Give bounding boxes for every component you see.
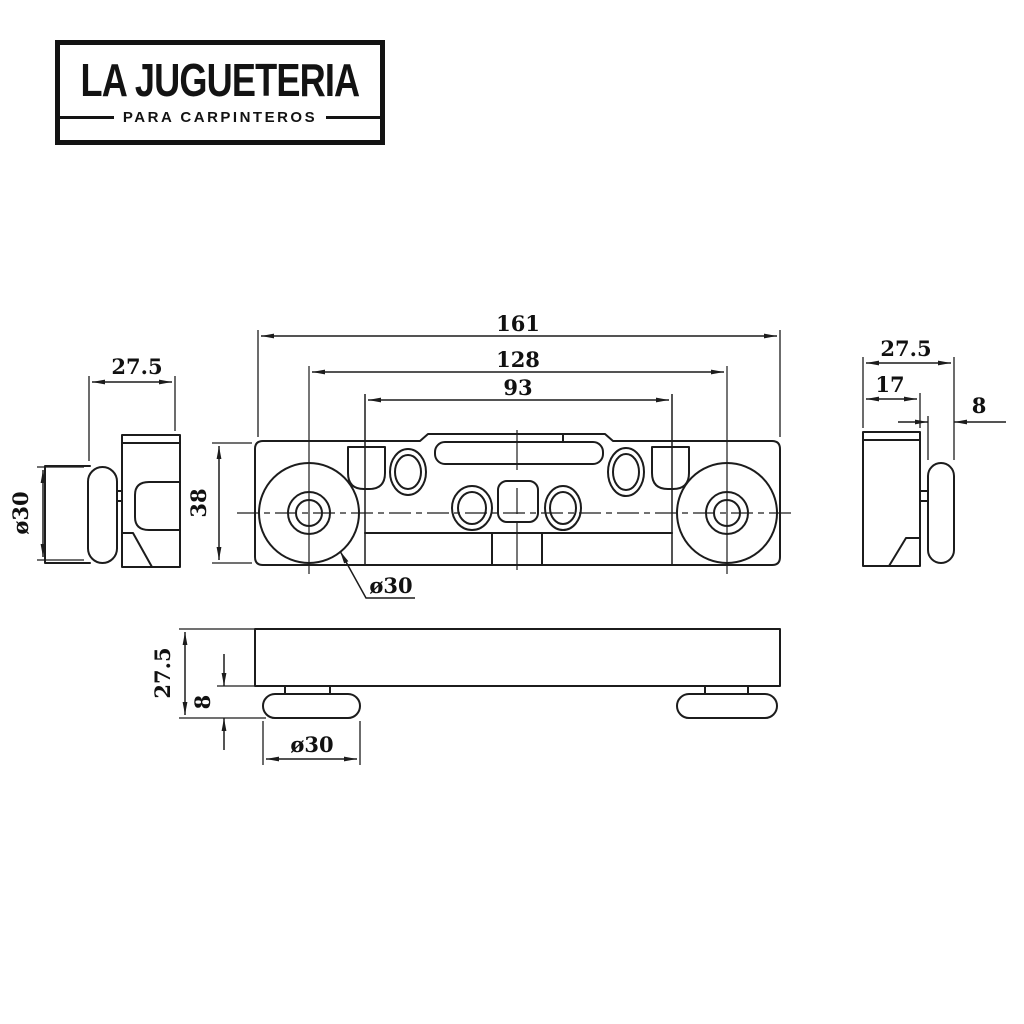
front-center-right-hole-outer (544, 485, 582, 531)
right-side-view (862, 431, 955, 567)
dim-label-bottom-275: 27.5 (150, 647, 175, 698)
front-upper-left-hole-inner (394, 454, 422, 490)
dim-label-right-275: 27.5 (880, 336, 931, 361)
front-view-dimensions: 161 128 93 38 ø30 (186, 311, 781, 599)
dim-label-128: 128 (496, 347, 540, 372)
bottom-view (254, 628, 781, 719)
front-left-tab-cutout (347, 446, 386, 490)
front-center-left-hole-outer (451, 485, 493, 531)
dim-label-161: 161 (496, 311, 540, 336)
dim-label-right-8: 8 (972, 393, 987, 418)
right-view-body (862, 431, 921, 567)
dim-label-right-17: 17 (875, 372, 904, 397)
left-view-bracket-plate (44, 465, 91, 564)
front-view (237, 366, 795, 574)
left-view-inner-pocket (134, 481, 181, 531)
bottom-right-roller (676, 693, 778, 719)
brand-subtitle-row: PARA CARPINTEROS (55, 109, 385, 126)
front-upper-right-hole-outer (607, 447, 645, 497)
subtitle-right-rule (326, 116, 385, 119)
dim-label-front-roller-diameter: ø30 (369, 573, 412, 598)
left-view-roller (87, 466, 118, 564)
right-view-bottom-notch (888, 537, 921, 567)
brand-title: LA JUGUETERIA (80, 55, 361, 107)
dim-label-38: 38 (186, 488, 211, 517)
front-center-left-hole-inner (457, 491, 487, 525)
leader-front-roller-diameter (339, 550, 415, 599)
front-center-right-hole-inner (549, 491, 577, 525)
left-side-dimensions: 27.5 ø30 (8, 354, 176, 561)
bottom-left-roller (262, 693, 361, 719)
front-upper-right-hole-inner (612, 453, 640, 491)
bottom-view-dimensions: 27.5 8 ø30 (150, 628, 361, 765)
subtitle-left-rule (55, 116, 114, 119)
dim-label-left-275: 27.5 (111, 354, 162, 379)
front-center-square-boss (497, 480, 539, 523)
right-side-dimensions: 27.5 17 8 (862, 336, 1006, 460)
left-view-bottom-notch (121, 532, 153, 568)
brand-logo: LA JUGUETERIA PARA CARPINTEROS (55, 40, 385, 145)
dim-label-bottom-d30: ø30 (290, 732, 333, 757)
left-side-view (44, 434, 181, 568)
right-view-roller (927, 462, 955, 564)
front-right-tab-cutout (651, 446, 690, 490)
dim-label-93: 93 (503, 375, 532, 400)
brand-subtitle: PARA CARPINTEROS (122, 109, 318, 126)
dim-label-bottom-8: 8 (190, 695, 215, 710)
front-upper-left-hole-outer (389, 448, 427, 496)
dim-label-left-d30: ø30 (8, 491, 33, 534)
left-view-body (121, 434, 181, 568)
front-body-outline (254, 433, 781, 566)
bottom-view-body (254, 628, 781, 687)
front-top-slot (434, 441, 604, 465)
